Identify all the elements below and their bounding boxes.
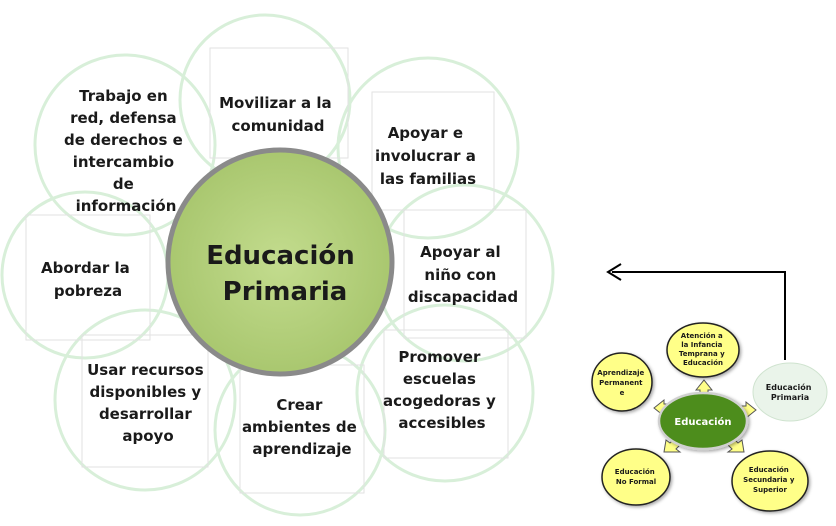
mini-label-noformal-line-1: Educación [615,468,655,476]
mini-target-label-line-2: Primaria [771,393,809,402]
mini-label-secundaria-line-1: Educación [749,466,789,474]
petal-label-recursos: Usar recursos disponibles y desarrollar … [87,361,209,445]
petal-label-familias-line-3: las familias [380,170,476,188]
mini-diagram: Educación Atención a la Infancia Tempran… [591,322,828,512]
mini-satellite-permanente [591,352,653,412]
petal-label-familias: Apoyar e involucrar a las familias [375,124,481,188]
mini-label-temprana-line-4: Educación [683,359,723,367]
petal-label-escuelas-line-2: escuelas [403,370,476,388]
mini-target-circle [752,362,828,422]
petal-label-movilizar: Movilizar a la comunidad [219,94,337,135]
petal-box-discapacidad [403,209,527,339]
mini-label-noformal-line-2: No Formal [616,478,656,486]
mini-label-secundaria-line-3: Superior [753,486,787,494]
mini-label-temprana: Atención a la Infancia Temprana y Educac… [679,332,727,367]
mini-label-temprana-line-3: Temprana y [679,350,725,358]
mini-label-noformal: Educación No Formal [615,468,657,486]
petal-label-recursos-line-1: Usar recursos [87,361,204,379]
mini-satellite-secundaria [731,450,809,512]
mini-label-secundaria-line-2: Secundaria y [743,476,795,484]
petal-label-familias-line-2: involucrar a [375,147,476,165]
petal-circle-familias [336,56,520,240]
petal-label-discapacidad: Apoyar al niño con discapacidad [408,243,518,306]
petal-box-escuelas [383,329,509,459]
mini-satellite-noformal [601,448,671,506]
petal-label-escuelas-line-1: Promover [398,348,481,366]
mini-label-permanente-line-2: Permanent [599,379,643,387]
petal-label-red-line-3: de derechos e [64,131,183,149]
center-label-line-1: Educación [206,241,355,271]
petal-text-boxes [25,47,527,494]
petal-label-red: Trabajo en red, defensa de derechos e in… [64,87,188,215]
center-label: Educación Primaria [206,241,364,307]
petal-label-discapacidad-line-2: niño con [424,266,496,284]
petal-label-ambientes-line-1: Crear [276,396,323,414]
petal-label-discapacidad-line-1: Apoyar al [420,243,500,261]
petal-label-recursos-line-3: desarrollar [99,405,192,423]
mini-label-permanente-line-3: e [620,389,625,397]
connector-arrow [606,263,786,360]
petal-label-red-line-5: de [113,175,134,193]
petal-label-pobreza: Abordar la pobreza [41,259,135,300]
petal-box-recursos [81,334,209,468]
petal-label-escuelas-line-3: acogedoras y [383,392,496,410]
petal-label-ambientes: Crear ambientes de aprendizaje [242,396,362,458]
petal-label-discapacidad-line-3: discapacidad [408,288,518,306]
connector-arrow-line [612,271,786,360]
petal-label-ambientes-line-2: ambientes de [242,418,357,436]
petal-label-escuelas: Promover escuelas acogedoras y accesible… [383,348,501,432]
petal-label-recursos-line-2: disponibles y [90,383,202,401]
petal-label-movilizar-line-1: Movilizar a la [219,94,332,112]
mini-label-secundaria: Educación Secundaria y Superior [743,466,797,494]
mini-center-circle [657,391,749,451]
petal-label-pobreza-line-1: Abordar la [41,259,130,277]
mini-label-temprana-line-2: la Infancia [681,341,722,349]
mini-target-label: Educación Primaria [766,382,815,402]
mini-label-temprana-line-1: Atención a [681,332,723,340]
petal-box-pobreza [25,214,151,341]
petal-label-pobreza-line-2: pobreza [54,282,122,300]
mini-label-permanente-line-1: Aprendizaje [597,369,644,377]
petal-label-red-line-4: intercambio [73,153,174,171]
petal-label-recursos-line-4: apoyo [122,427,173,445]
mini-satellite-temprana [666,322,740,378]
mini-target-label-line-1: Educación [766,382,812,392]
petal-circle-escuelas [355,303,535,483]
petal-label-red-line-6: información [76,197,177,215]
petal-circle-red [33,53,217,237]
mini-label-permanente: Aprendizaje Permanent e [597,369,646,397]
petal-label-movilizar-line-2: comunidad [232,117,325,135]
petal-label-escuelas-line-4: accesibles [398,414,485,432]
center-circle [165,147,395,377]
connector-arrow-head [606,263,622,281]
petal-label-ambientes-line-3: aprendizaje [252,440,351,458]
center-label-line-2: Primaria [223,277,348,307]
main-diagram: Educación Primaria Movilizar a la comuni… [0,13,555,517]
mini-center-label: Educación [674,416,731,428]
petal-label-familias-line-1: Apoyar e [388,124,463,142]
petal-label-red-line-1: Trabajo en [79,87,167,105]
petal-label-red-line-2: red, defensa [70,109,177,127]
petal-circle-recursos [53,308,237,492]
